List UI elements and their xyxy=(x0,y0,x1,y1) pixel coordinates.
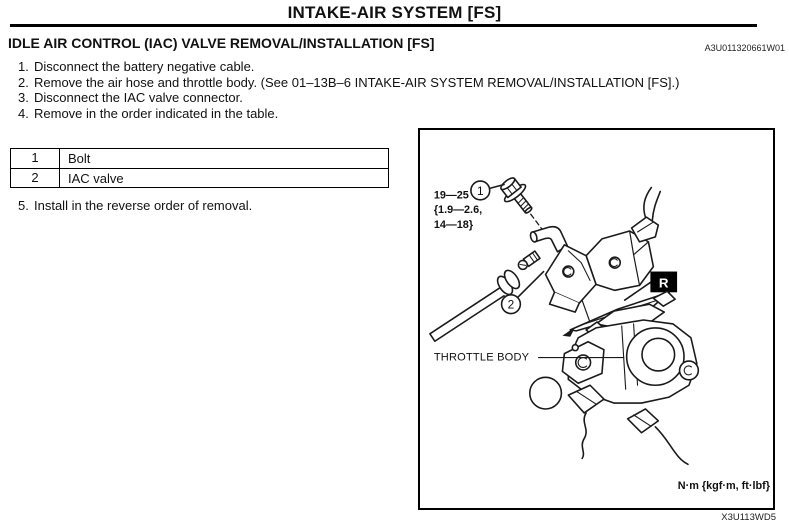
torque-spec-line-1: 19—25 xyxy=(434,189,469,201)
replace-marker xyxy=(623,271,678,302)
figure-code: X3U113WD5 xyxy=(721,512,776,523)
procedure-steps: 1. Disconnect the battery negative cable… xyxy=(18,59,756,122)
step-4: 4. Remove in the order indicated in the … xyxy=(18,106,756,122)
iac-valve-drawing xyxy=(544,230,655,313)
part-number-cell: 1 xyxy=(11,149,60,168)
step-5: 5. Install in the reverse order of remov… xyxy=(18,198,756,214)
exploded-view-figure: 19—25 {1.9—2.6, 14—18} 1 2 R THROTTLE BO… xyxy=(418,128,775,510)
step-number: 5. xyxy=(18,198,29,213)
iac-connector-drawing xyxy=(630,186,662,243)
torque-spec-line-2: {1.9—2.6, xyxy=(434,204,482,216)
replace-marker-letter: R xyxy=(659,275,669,290)
page-title: INTAKE-AIR SYSTEM [FS] xyxy=(287,3,502,22)
callout-2-circle xyxy=(500,270,545,315)
step-2: 2. Remove the air hose and throttle body… xyxy=(18,75,756,91)
air-hose-drawing xyxy=(429,269,521,343)
title-divider xyxy=(10,24,757,27)
step-number: 1. xyxy=(18,59,29,74)
table-row: 1 Bolt xyxy=(11,149,388,168)
callout-1-number: 1 xyxy=(477,184,484,198)
bolt-drawing xyxy=(500,177,533,214)
section-heading: IDLE AIR CONTROL (IAC) VALVE REMOVAL/INS… xyxy=(8,35,435,51)
part-number-cell: 2 xyxy=(11,169,60,187)
throttle-body-drawing xyxy=(528,290,700,466)
torque-spec-line-3: 14—18} xyxy=(434,219,474,231)
valve-port-drawing xyxy=(529,225,569,253)
hose-clamp-drawing xyxy=(517,250,541,271)
step-number: 3. xyxy=(18,90,29,106)
table-row: 2 IAC valve xyxy=(11,168,388,187)
step-number: 2. xyxy=(18,74,29,90)
throttle-body-label: THROTTLE BODY xyxy=(434,352,530,364)
step-text: Install in the reverse order of removal. xyxy=(34,198,253,213)
callout-2-number: 2 xyxy=(508,298,515,312)
step-text: Disconnect the battery negative cable. xyxy=(34,59,255,74)
step-number: 4. xyxy=(18,106,29,122)
parts-table: 1 Bolt 2 IAC valve xyxy=(10,148,389,188)
step-3: 3. Disconnect the IAC valve connector. xyxy=(18,90,756,106)
step-text: Remove the air hose and throttle body. (… xyxy=(34,74,680,90)
step-text: Remove in the order indicated in the tab… xyxy=(34,106,279,122)
torque-units-note: N·m {kgf·m, ft·lbf} xyxy=(678,480,771,492)
callout-1-circle xyxy=(470,180,505,201)
step-1: 1. Disconnect the battery negative cable… xyxy=(18,59,756,75)
part-name-cell: Bolt xyxy=(68,151,91,166)
step-text: Disconnect the IAC valve connector. xyxy=(34,90,243,106)
document-code: A3U011320661W01 xyxy=(704,43,785,53)
iac-valve-exploded-diagram: 19—25 {1.9—2.6, 14—18} 1 2 R THROTTLE BO… xyxy=(429,177,771,492)
part-name-cell: IAC valve xyxy=(68,170,124,186)
procedure-step-5: 5. Install in the reverse order of remov… xyxy=(18,198,756,214)
